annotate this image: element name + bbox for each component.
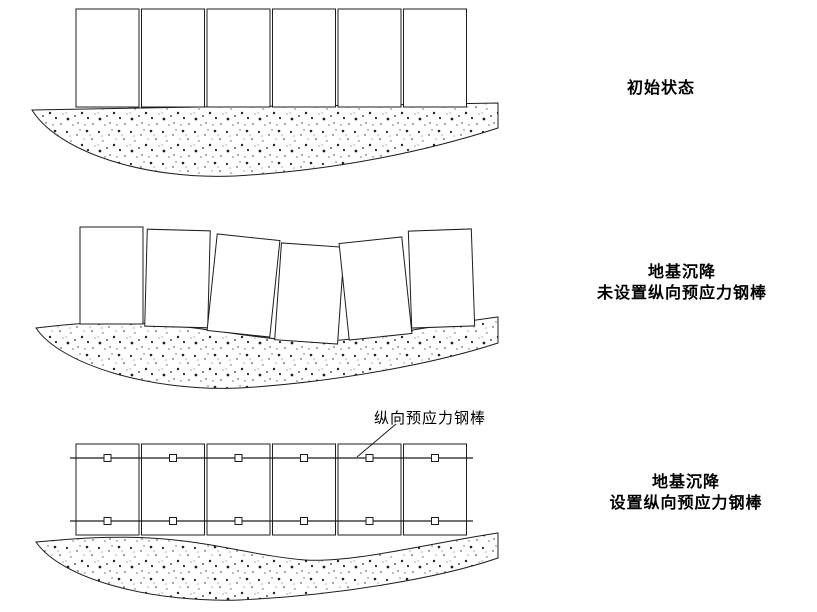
culvert-segments-initial [75, 8, 467, 108]
culvert-segment-tilted [338, 236, 413, 341]
bar-coupler [365, 517, 374, 525]
callout-leader-line [356, 423, 397, 458]
callout-prestress-bar-label: 纵向预应力钢棒 [374, 410, 487, 427]
bar-coupler [431, 454, 439, 462]
caption-settlement-without-bars: 地基沉降 未设置纵向预应力钢棒 [552, 262, 812, 304]
bar-coupler [103, 454, 112, 462]
culvert-segment [75, 8, 140, 108]
bar-coupler [103, 517, 112, 525]
ground-settled-with-bars [35, 532, 499, 601]
bar-coupler [300, 517, 308, 525]
bar-coupler [431, 517, 439, 525]
panel-initial-state [31, 8, 499, 177]
bar-coupler [234, 517, 243, 525]
culvert-segment [403, 8, 467, 108]
prestress-bars [70, 454, 473, 525]
bar-coupler [234, 454, 243, 462]
culvert-segment-tilted [144, 228, 211, 329]
caption-settlement-with-bars: 地基沉降 设置纵向预应力钢棒 [556, 472, 816, 514]
bar-coupler [300, 454, 308, 462]
culvert-segment-tilted [79, 226, 144, 325]
panel-settlement-without-bars [35, 226, 499, 389]
caption-line: 设置纵向预应力钢棒 [609, 495, 763, 512]
culvert-segment [337, 8, 402, 108]
culvert-segments-settled [79, 226, 476, 345]
culvert-segment-tilted [206, 233, 281, 338]
caption-initial-state: 初始状态 [551, 78, 771, 99]
caption-line: 地基沉降 [647, 264, 716, 281]
culvert-segment-tilted [407, 228, 476, 329]
bar-coupler [169, 454, 177, 462]
bar-coupler [365, 454, 374, 462]
caption-line: 初始状态 [626, 80, 695, 97]
culvert-segment-tilted [274, 242, 345, 345]
bar-coupler [169, 517, 177, 525]
culvert-segment [141, 8, 205, 108]
panel-settlement-with-bars [35, 423, 499, 601]
ground-initial [31, 102, 499, 177]
caption-line: 地基沉降 [651, 474, 720, 491]
caption-line: 未设置纵向预应力钢棒 [596, 285, 767, 302]
culvert-segment [272, 8, 336, 108]
culvert-segment [206, 8, 271, 108]
